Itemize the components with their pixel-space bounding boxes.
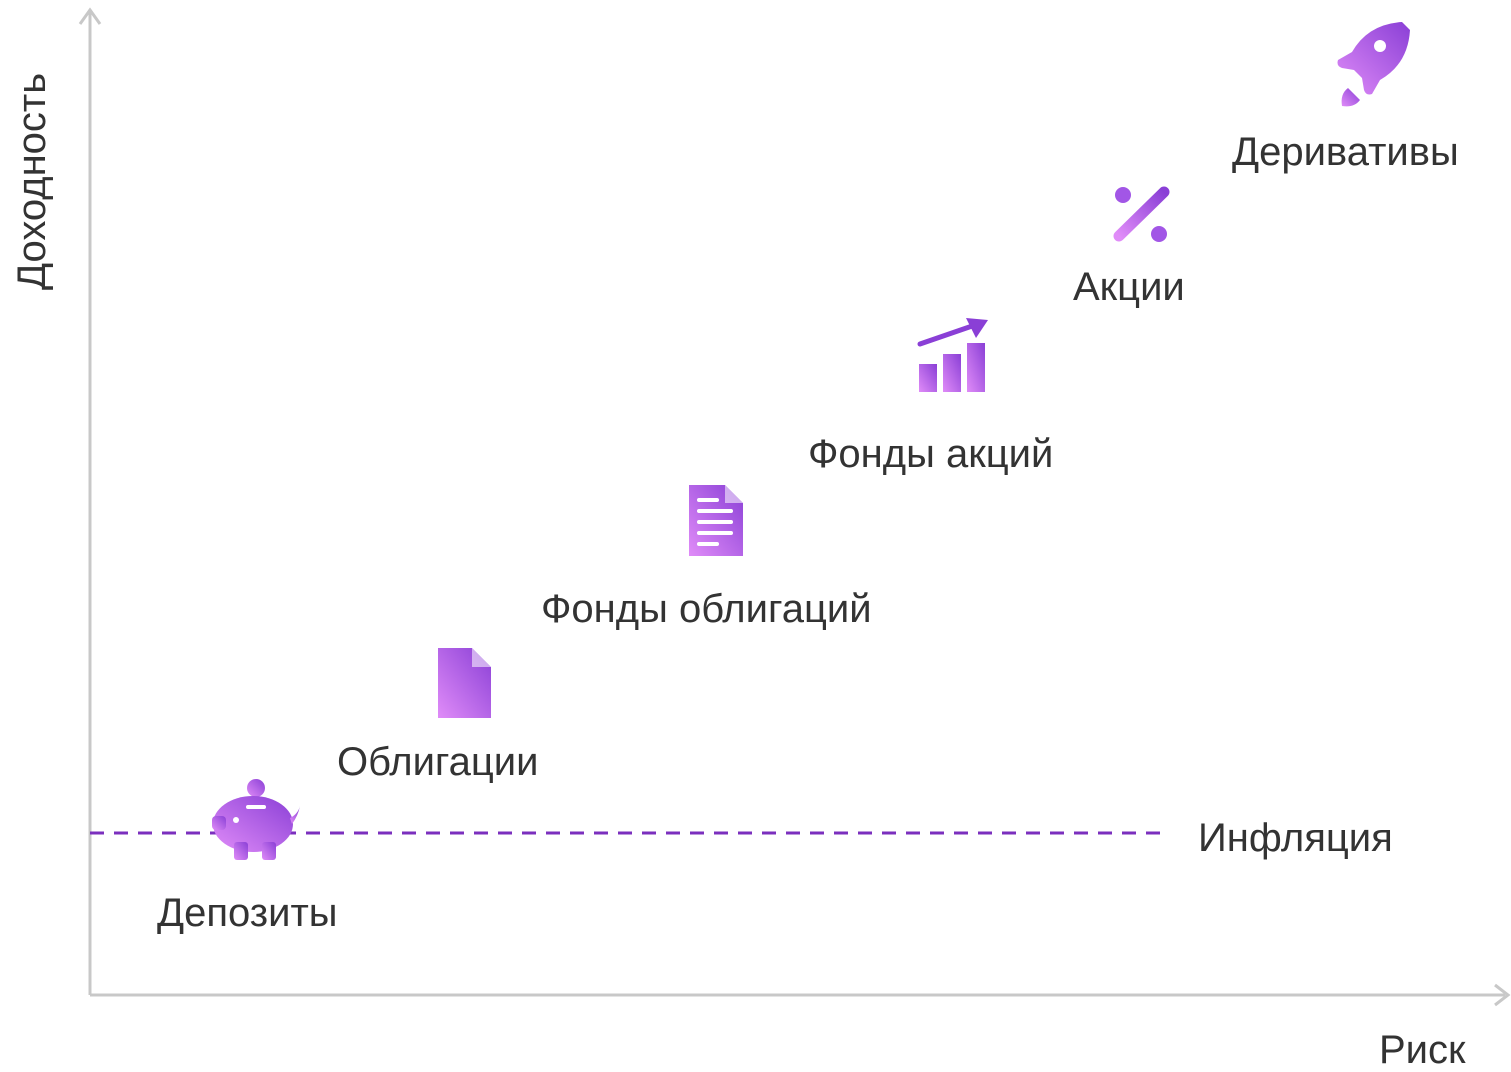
x-axis-label: Риск: [1379, 1028, 1466, 1072]
document-lines-icon: [689, 485, 743, 556]
percent-icon: [1113, 186, 1170, 242]
asset-label-bond-funds: Фонды облигаций: [541, 587, 872, 631]
y-axis-label: Доходность: [10, 72, 54, 290]
asset-label-bonds: Облигации: [337, 740, 539, 784]
rocket-icon: [1337, 22, 1410, 107]
growth-chart-icon: [917, 318, 988, 392]
y-axis-arrow: [78, 7, 102, 25]
piggy-bank-icon: [212, 779, 300, 860]
x-axis-arrow: [1494, 983, 1511, 1007]
asset-label-equity-funds: Фонды акций: [808, 432, 1054, 476]
asset-label-stocks: Акции: [1073, 265, 1185, 309]
asset-label-derivatives: Деривативы: [1232, 130, 1459, 174]
inflation-label: Инфляция: [1198, 816, 1393, 860]
document-icon: [438, 648, 491, 718]
asset-label-deposits: Депозиты: [157, 891, 338, 935]
